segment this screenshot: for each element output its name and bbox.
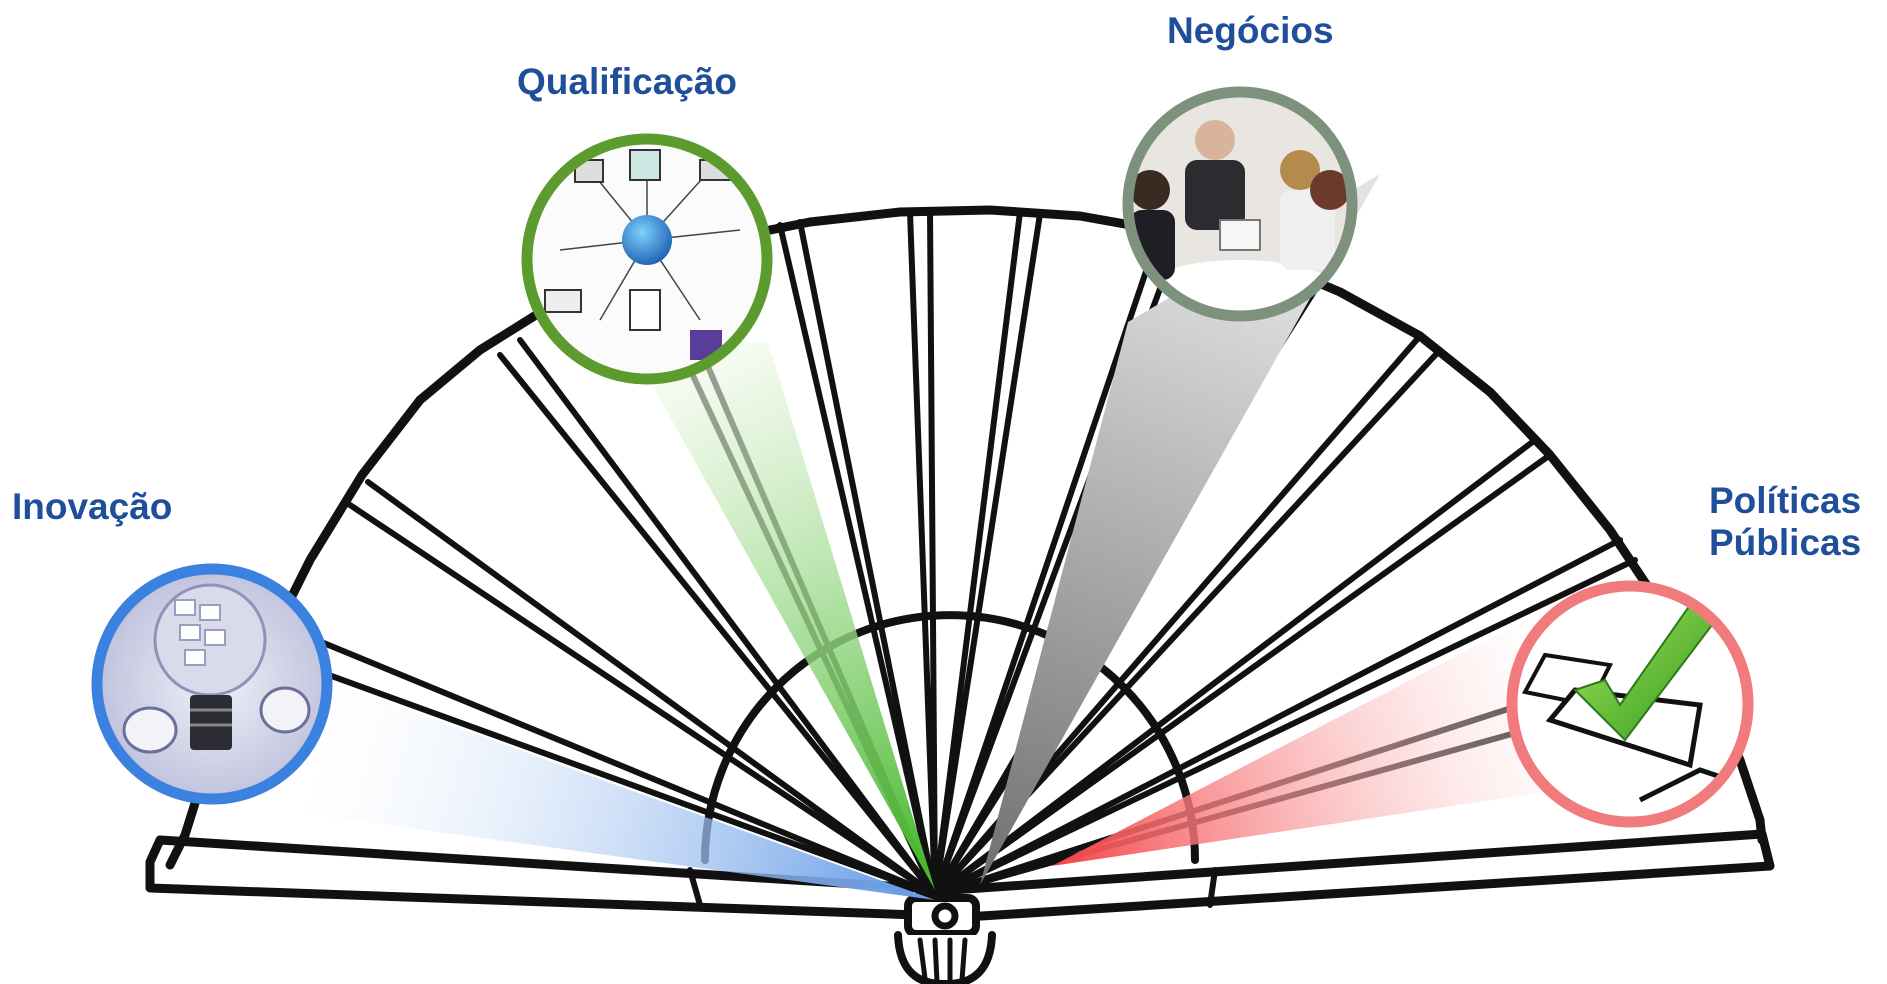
beam-negocios — [980, 174, 1380, 885]
beam-politicas — [1052, 610, 1545, 866]
label-inovacao: Inovação — [12, 486, 173, 527]
network-globe-icon — [622, 215, 672, 265]
fan-pivot — [894, 894, 996, 984]
beam-qualificacao — [628, 342, 935, 890]
label-qualificacao: Qualificação — [517, 61, 738, 102]
politicas-ring — [1506, 580, 1754, 828]
qualificacao-ring — [521, 133, 773, 385]
business-meeting-icon — [1195, 120, 1235, 160]
negocios-image — [1128, 92, 1352, 316]
beam-inovacao — [292, 678, 935, 900]
label-politicas-publicas: Políticas Públicas — [1709, 480, 1861, 564]
qualificacao-image — [527, 139, 767, 379]
hand-fan-illustration — [145, 205, 1775, 984]
fan-inner-arc — [701, 611, 1199, 864]
spotlight-beams — [292, 174, 1545, 900]
label-negocios: Negócios — [1167, 10, 1334, 51]
inovacao-ring — [91, 563, 333, 805]
politicas-image — [1512, 586, 1748, 822]
label-politicas-line-2: Públicas — [1709, 522, 1862, 563]
inovacao-image — [97, 569, 327, 799]
negocios-ring — [1122, 86, 1358, 322]
label-politicas-line-1: Políticas — [1709, 480, 1862, 521]
